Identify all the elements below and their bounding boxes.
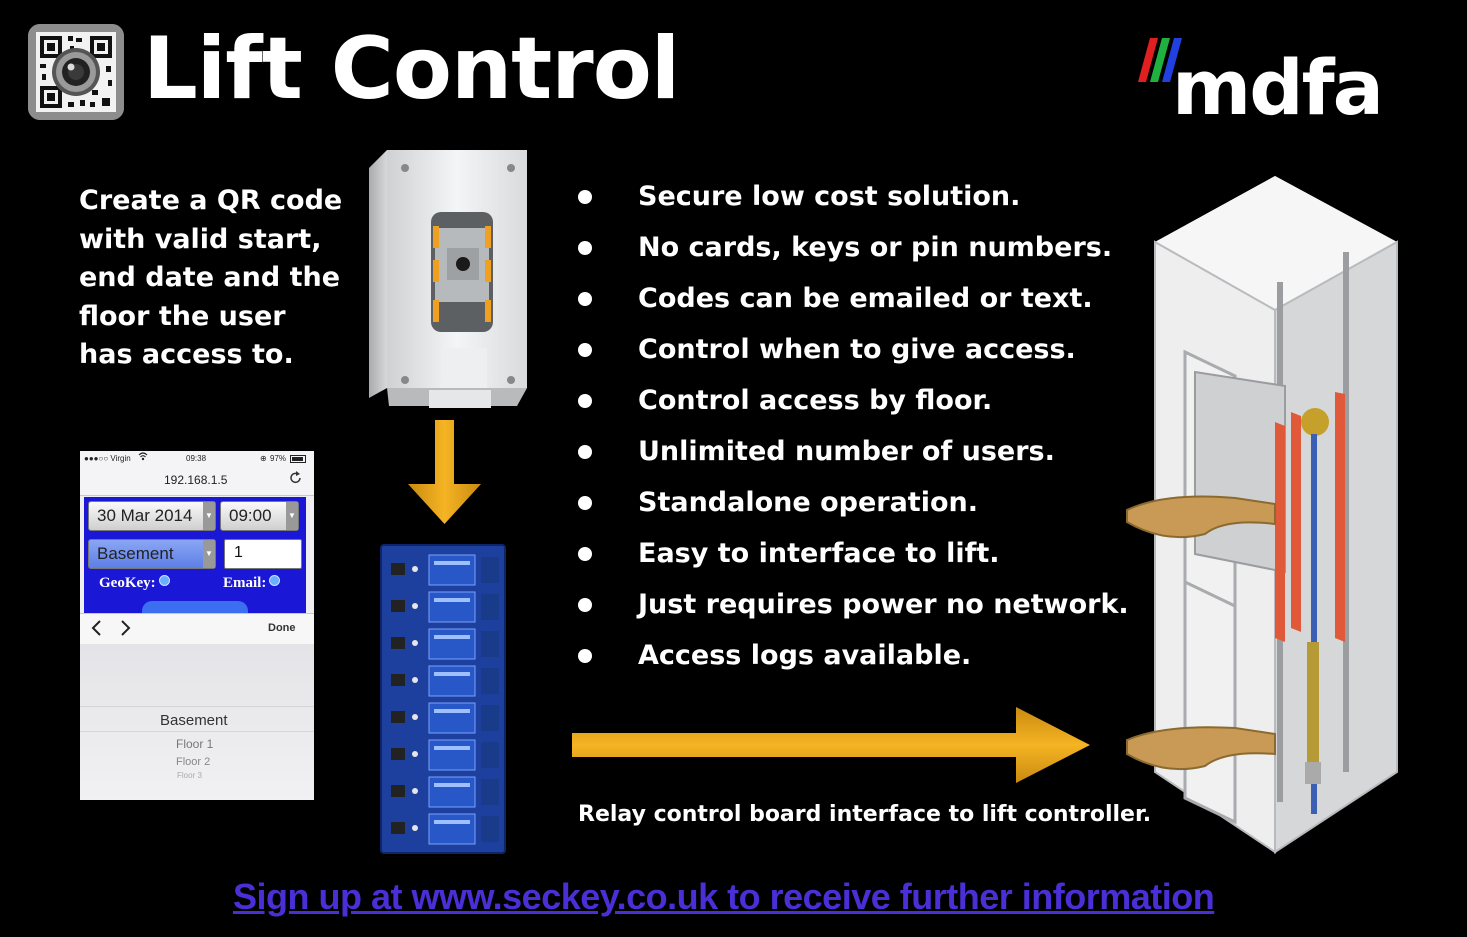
dropdown-arrow-icon: ▼: [286, 502, 298, 530]
description-line: floor the user: [79, 300, 286, 332]
page-title: Lift Control: [143, 19, 680, 119]
geokey-option[interactable]: GeoKey:: [99, 575, 170, 592]
phone-status-bar: ●●●○○ Virgin 09:38 ⊕ 97%: [80, 451, 314, 465]
quantity-value: 1: [234, 544, 243, 561]
relay-unit: [391, 591, 499, 623]
lift-shaft-image: [1125, 172, 1415, 862]
geokey-label: GeoKey:: [99, 575, 156, 591]
feature-item: Access logs available.: [578, 634, 1118, 685]
picker-option[interactable]: Floor 2: [176, 756, 211, 768]
feature-item: Unlimited number of users.: [578, 430, 1118, 481]
email-radio[interactable]: [269, 575, 281, 586]
quantity-input[interactable]: 1: [224, 539, 302, 569]
done-button[interactable]: Done: [268, 622, 296, 634]
floor-value: Basement: [97, 544, 174, 563]
phone-carrier: ●●●○○ Virgin: [84, 454, 131, 463]
feature-item: Secure low cost solution.: [578, 175, 1118, 226]
phone-battery-level: 97%: [270, 454, 287, 463]
submit-button[interactable]: [142, 601, 248, 615]
geokey-radio[interactable]: [158, 575, 170, 586]
phone-keyboard-toolbar: Done: [80, 613, 314, 645]
bullet-icon: [578, 241, 592, 255]
chevron-left-icon[interactable]: [90, 618, 102, 643]
bullet-icon: [578, 190, 592, 204]
phone-time: 09:38: [186, 454, 207, 463]
lock-rotation-icon: ⊕: [260, 454, 267, 463]
chevron-right-icon[interactable]: [120, 618, 132, 643]
relay-unit: [391, 702, 499, 734]
email-option[interactable]: Email:: [223, 575, 281, 592]
feature-item: Standalone operation.: [578, 481, 1118, 532]
mdfa-brand-logo: mdfa: [1136, 30, 1436, 132]
qr-camera-logo-icon: [28, 24, 124, 120]
bullet-icon: [578, 598, 592, 612]
relay-unit: [391, 776, 499, 808]
relay-unit: [391, 628, 499, 660]
picker-option[interactable]: Floor 3: [177, 771, 202, 780]
feature-list: Secure low cost solution. No cards, keys…: [578, 175, 1129, 685]
phone-address-bar[interactable]: 192.168.1.5: [80, 465, 314, 496]
bullet-icon: [578, 292, 592, 306]
bullet-icon: [578, 445, 592, 459]
qr-form: 30 Mar 2014 ▼ 09:00 ▼ Basement ▼ 1 GeoKe…: [84, 497, 306, 615]
relay-board-image: [377, 541, 509, 857]
time-value: 09:00: [229, 506, 272, 525]
bullet-icon: [578, 547, 592, 561]
bullet-icon: [578, 343, 592, 357]
relay-unit: [391, 665, 499, 697]
relay-unit: [391, 554, 499, 586]
wifi-icon: [138, 452, 148, 463]
brand-name: mdfa: [1172, 43, 1382, 120]
relay-unit: [391, 813, 499, 845]
feature-item: Just requires power no network.: [578, 583, 1129, 634]
qr-reader-enclosure: [369, 148, 529, 410]
dropdown-arrow-icon: ▼: [203, 502, 215, 530]
qr-description: Create a QR code with valid start, end d…: [79, 182, 359, 375]
date-value: 30 Mar 2014: [97, 506, 193, 525]
description-line: has access to.: [79, 339, 294, 370]
reload-icon[interactable]: [290, 471, 302, 488]
bullet-icon: [578, 496, 592, 510]
floor-picker[interactable]: Basement Floor 1 Floor 2 Floor 3: [80, 644, 314, 800]
picker-selection-band: [80, 706, 314, 732]
bullet-icon: [578, 649, 592, 663]
description-line: Create a QR code: [79, 185, 343, 216]
time-select[interactable]: 09:00 ▼: [220, 501, 299, 531]
feature-item: Codes can be emailed or text.: [578, 277, 1118, 328]
picker-option[interactable]: Floor 1: [176, 737, 214, 751]
feature-item: No cards, keys or pin numbers.: [578, 226, 1118, 277]
feature-item: Easy to interface to lift.: [578, 532, 1118, 583]
description-line: with valid start,: [79, 223, 322, 255]
relay-caption: Relay control board interface to lift co…: [578, 802, 1152, 827]
date-select[interactable]: 30 Mar 2014 ▼: [88, 501, 216, 531]
email-label: Email:: [223, 575, 267, 591]
signup-link[interactable]: Sign up at www.seckey.co.uk to receive f…: [233, 876, 1215, 917]
bullet-icon: [578, 394, 592, 408]
phone-screenshot: ●●●○○ Virgin 09:38 ⊕ 97% 192.168.1.5 30 …: [80, 451, 314, 800]
relay-unit: [391, 739, 499, 771]
dropdown-arrow-icon: ▼: [203, 540, 215, 568]
floor-select[interactable]: Basement ▼: [88, 539, 216, 569]
phone-url-text: 192.168.1.5: [164, 473, 228, 487]
arrow-down-icon: [407, 420, 482, 524]
battery-icon: [290, 455, 306, 463]
arrow-right-icon: [572, 707, 1092, 783]
feature-item: Control access by floor.: [578, 379, 1118, 430]
picker-option[interactable]: Basement: [160, 712, 228, 729]
feature-item: Control when to give access.: [578, 328, 1118, 379]
description-line: end date and the: [79, 262, 341, 293]
